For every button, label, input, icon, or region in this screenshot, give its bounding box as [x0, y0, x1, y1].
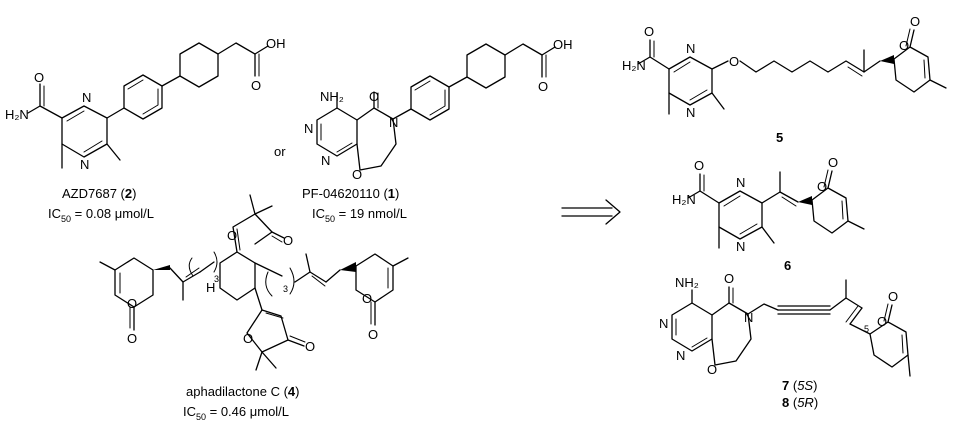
- atom-count: 3: [214, 274, 219, 284]
- atom-o: O: [828, 155, 838, 170]
- retrosynthetic-arrow: [561, 199, 621, 225]
- atom-o: O: [888, 289, 898, 304]
- atom-o: O: [729, 54, 739, 69]
- atom-o: O: [538, 79, 548, 94]
- atom-h2n: H₂N: [5, 107, 29, 122]
- atom-h: H: [206, 280, 215, 295]
- atom-o: O: [910, 14, 920, 29]
- atom-o: O: [352, 167, 362, 182]
- atom-count: 3: [283, 284, 288, 294]
- atom-n: N: [80, 157, 89, 172]
- structure-compound-5: H₂N O N N O O O: [622, 14, 947, 120]
- atom-n: N: [744, 310, 753, 325]
- atom-o: O: [127, 296, 137, 311]
- atom-o: O: [305, 339, 315, 354]
- structure-azd7687: N N O H₂N OH O: [5, 36, 286, 172]
- label-compound-6: 6: [784, 258, 791, 273]
- structure-aphadilactone-c: O O H 3 O O O O 3 O O: [99, 194, 409, 371]
- ic50-pf04620110: IC50 = 19 nmol/L: [312, 206, 407, 224]
- ic50-azd7687: IC50 = 0.08 μmol/L: [48, 206, 154, 224]
- atom-oh: OH: [553, 37, 573, 52]
- atom-o: O: [127, 331, 137, 346]
- atom-n: N: [389, 115, 398, 130]
- atom-n: N: [686, 41, 695, 56]
- atom-o: O: [817, 179, 827, 194]
- atom-o: O: [724, 271, 734, 286]
- structure-pf04620110: NH₂ O N N N O OH O: [304, 37, 573, 182]
- atom-o: O: [707, 362, 717, 377]
- caption-aphadilactone-c: aphadilactone C (4): [186, 384, 300, 399]
- atom-n: N: [676, 348, 685, 363]
- label-compound-8: 8 (5R): [782, 395, 818, 410]
- atom-n: N: [736, 239, 745, 254]
- atom-n: N: [304, 121, 313, 136]
- caption-pf04620110: PF-04620110 (1): [302, 186, 399, 201]
- atom-o: O: [369, 89, 379, 104]
- atom-o: O: [227, 228, 237, 243]
- structure-compound-7-8: NH₂ O N N N O 5 O O: [659, 271, 911, 377]
- atom-oh: OH: [266, 36, 286, 51]
- atom-o: O: [644, 24, 654, 39]
- atom-h2n: H₂N: [622, 58, 646, 73]
- atom-o: O: [368, 327, 378, 342]
- atom-n: N: [686, 105, 695, 120]
- atom-nh2: NH₂: [320, 89, 344, 104]
- atom-o: O: [877, 314, 887, 329]
- atom-o: O: [899, 38, 909, 53]
- atom-n: N: [82, 90, 91, 105]
- label-compound-7: 7 (5S): [782, 378, 817, 393]
- atom-h2n: H₂N: [672, 192, 696, 207]
- atom-o: O: [362, 291, 372, 306]
- atom-o: O: [243, 331, 253, 346]
- atom-o: O: [251, 78, 261, 93]
- stereocenter-label: 5: [864, 324, 869, 334]
- atom-n: N: [659, 316, 668, 331]
- structure-compound-6: H₂N O N N O O: [672, 155, 865, 254]
- or-label: or: [274, 144, 286, 159]
- atom-o: O: [34, 70, 44, 85]
- atom-nh2: NH₂: [675, 275, 699, 290]
- atom-n: N: [321, 153, 330, 168]
- label-compound-5: 5: [776, 130, 783, 145]
- caption-azd7687: AZD7687 (2): [62, 186, 136, 201]
- atom-o: O: [283, 233, 293, 248]
- ic50-aphadilactone-c: IC50 = 0.46 μmol/L: [183, 404, 289, 422]
- atom-o: O: [694, 158, 704, 173]
- atom-n: N: [736, 175, 745, 190]
